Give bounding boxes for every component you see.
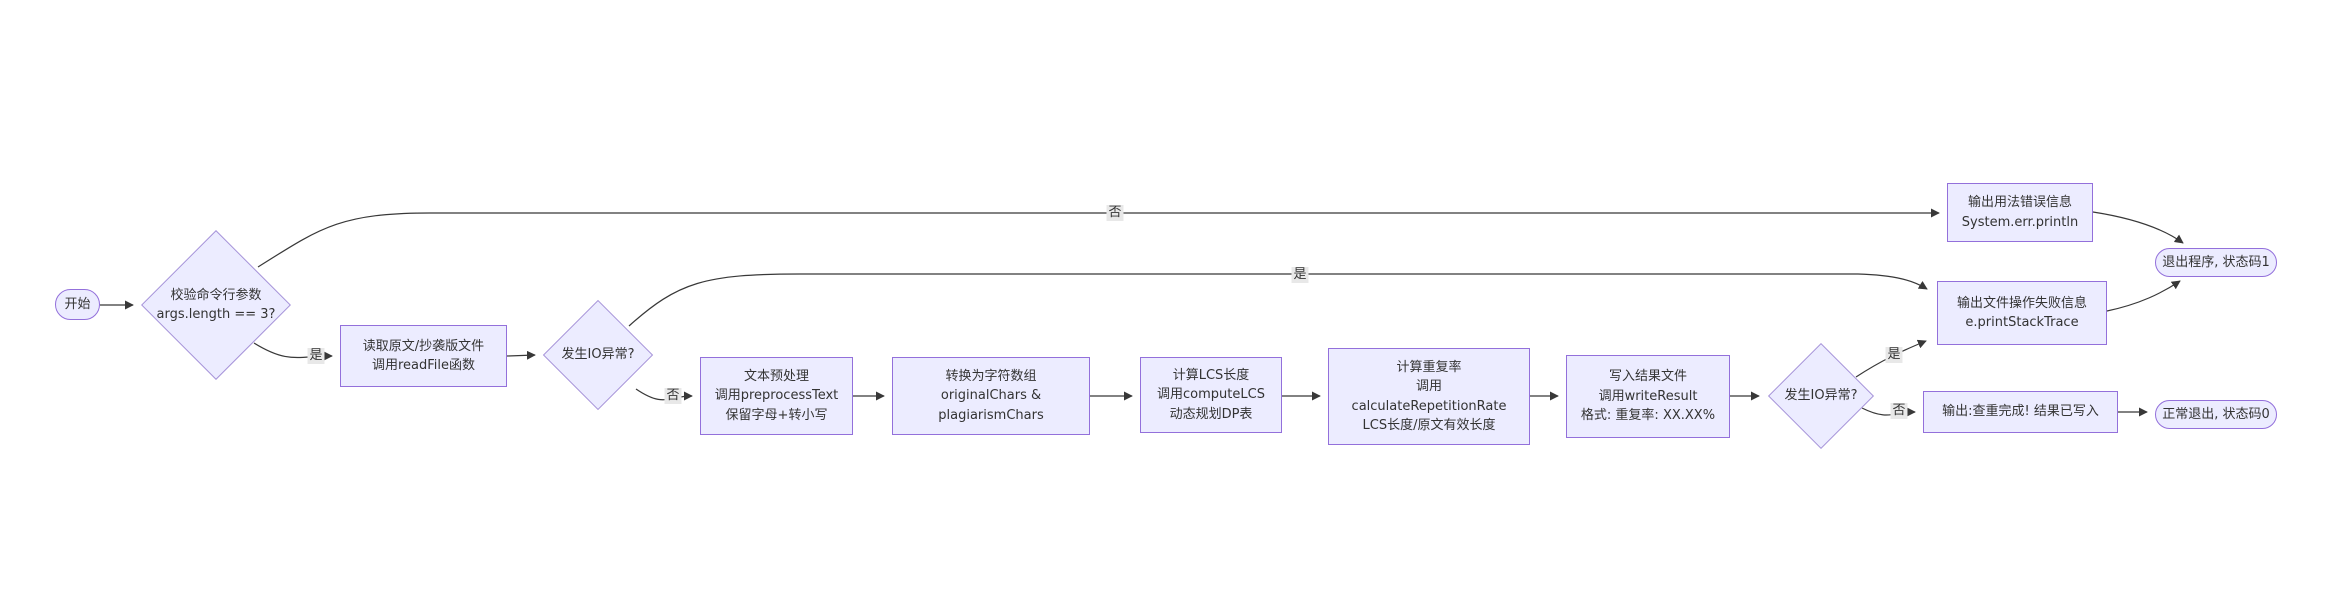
node-print-done: 输出:查重完成! 结果已写入 [1923, 391, 2118, 433]
node-text-line: 调用computeLCS [1157, 387, 1265, 403]
edge-label-io2-yes: 是 [1885, 347, 1903, 363]
node-check-args: 校验命令行参数 args.length == 3? [141, 230, 291, 380]
node-read-files: 读取原文/抄袭版文件 调用readFile函数 [340, 325, 507, 387]
node-io-check-2-text: 发生IO异常? [1785, 386, 1858, 406]
node-text-line: 校验命令行参数 [170, 287, 262, 303]
node-text-line: 计算重复率 [1396, 359, 1462, 375]
node-text-line: 调用 [1415, 379, 1442, 394]
node-file-error: 输出文件操作失败信息 e.printStackTrace [1937, 281, 2107, 345]
node-text-line: 转换为字符数组 [945, 368, 1037, 384]
edge-usageerror-to-exitfail [2092, 211, 2184, 244]
node-text-line: 读取原文/抄袭版文件 [362, 338, 485, 354]
node-text-line: 输出用法错误信息 [1967, 195, 2072, 210]
edge-label-io1-no: 否 [664, 388, 682, 404]
node-text-line: 退出程序, 状态码1 [2162, 255, 2270, 270]
edge-label-check-args-yes: 是 [307, 348, 325, 364]
node-compute-lcs: 计算LCS长度 调用computeLCS 动态规划DP表 [1140, 357, 1282, 433]
node-text-line: 保留字母+转小写 [725, 407, 828, 423]
edge-checkargs-no-to-usageerror [257, 208, 1940, 268]
node-usage-error: 输出用法错误信息 System.err.println [1947, 183, 2093, 242]
node-text-line: 计算LCS长度 [1172, 367, 1250, 383]
node-text-line: calculateRepetitionRate [1351, 398, 1507, 414]
edge-label-io2-no: 否 [1890, 403, 1908, 419]
node-text-line: System.err.println [1961, 214, 2079, 230]
node-text-line: 调用writeResult [1598, 388, 1698, 404]
node-io-check-2: 发生IO异常? [1767, 342, 1875, 450]
node-start-label: 开始 [64, 297, 91, 312]
node-text-line: 格式: 重复率: XX.XX% [1580, 408, 1716, 424]
node-text-line: LCS长度/原文有效长度 [1362, 418, 1496, 433]
edge-fileerror-to-exitfail [2106, 280, 2181, 312]
node-exit-fail: 退出程序, 状态码1 [2155, 248, 2277, 277]
node-text-line: 动态规划DP表 [1169, 406, 1253, 422]
node-text-line: 输出文件操作失败信息 [1956, 295, 2087, 311]
node-text-line: e.printStackTrace [1965, 315, 2079, 330]
node-calc-rate: 计算重复率 调用 calculateRepetitionRate LCS长度/原… [1328, 348, 1530, 445]
node-io-check-1-text: 发生IO异常? [562, 345, 635, 365]
edge-readfiles-to-iocheck1 [506, 350, 536, 360]
node-check-args-text: 校验命令行参数 args.length == 3? [157, 286, 276, 325]
node-text-line: 输出:查重完成! 结果已写入 [1942, 404, 2099, 420]
node-write-result: 写入结果文件 调用writeResult 格式: 重复率: XX.XX% [1566, 355, 1730, 438]
node-text-line: 写入结果文件 [1608, 369, 1687, 385]
node-text-line: 发生IO异常? [1784, 388, 1858, 404]
node-text-line: plagiarismChars [938, 407, 1044, 423]
node-start: 开始 [55, 289, 100, 320]
edge-iocheck1-yes-to-fileerror [628, 273, 1928, 327]
node-to-chars: 转换为字符数组 originalChars & plagiarismChars [892, 357, 1090, 435]
edge-iocheck2-no-to-printdone [1861, 407, 1916, 417]
node-preprocess: 文本预处理 调用preprocessText 保留字母+转小写 [700, 357, 853, 435]
node-text-line: 发生IO异常? [561, 347, 635, 363]
node-text-line: 正常退出, 状态码0 [2162, 407, 2270, 422]
node-text-line: 调用preprocessText [714, 388, 839, 404]
node-text-line: args.length == 3? [156, 307, 276, 322]
node-text-line: originalChars & [940, 388, 1042, 404]
edge-label-io1-yes: 是 [1291, 267, 1309, 283]
node-text-line: 文本预处理 [743, 368, 809, 384]
edge-label-check-args-no: 否 [1106, 205, 1124, 221]
node-text-line: 调用readFile函数 [371, 358, 476, 373]
node-io-check-1: 发生IO异常? [542, 299, 654, 411]
node-exit-ok: 正常退出, 状态码0 [2155, 400, 2277, 429]
